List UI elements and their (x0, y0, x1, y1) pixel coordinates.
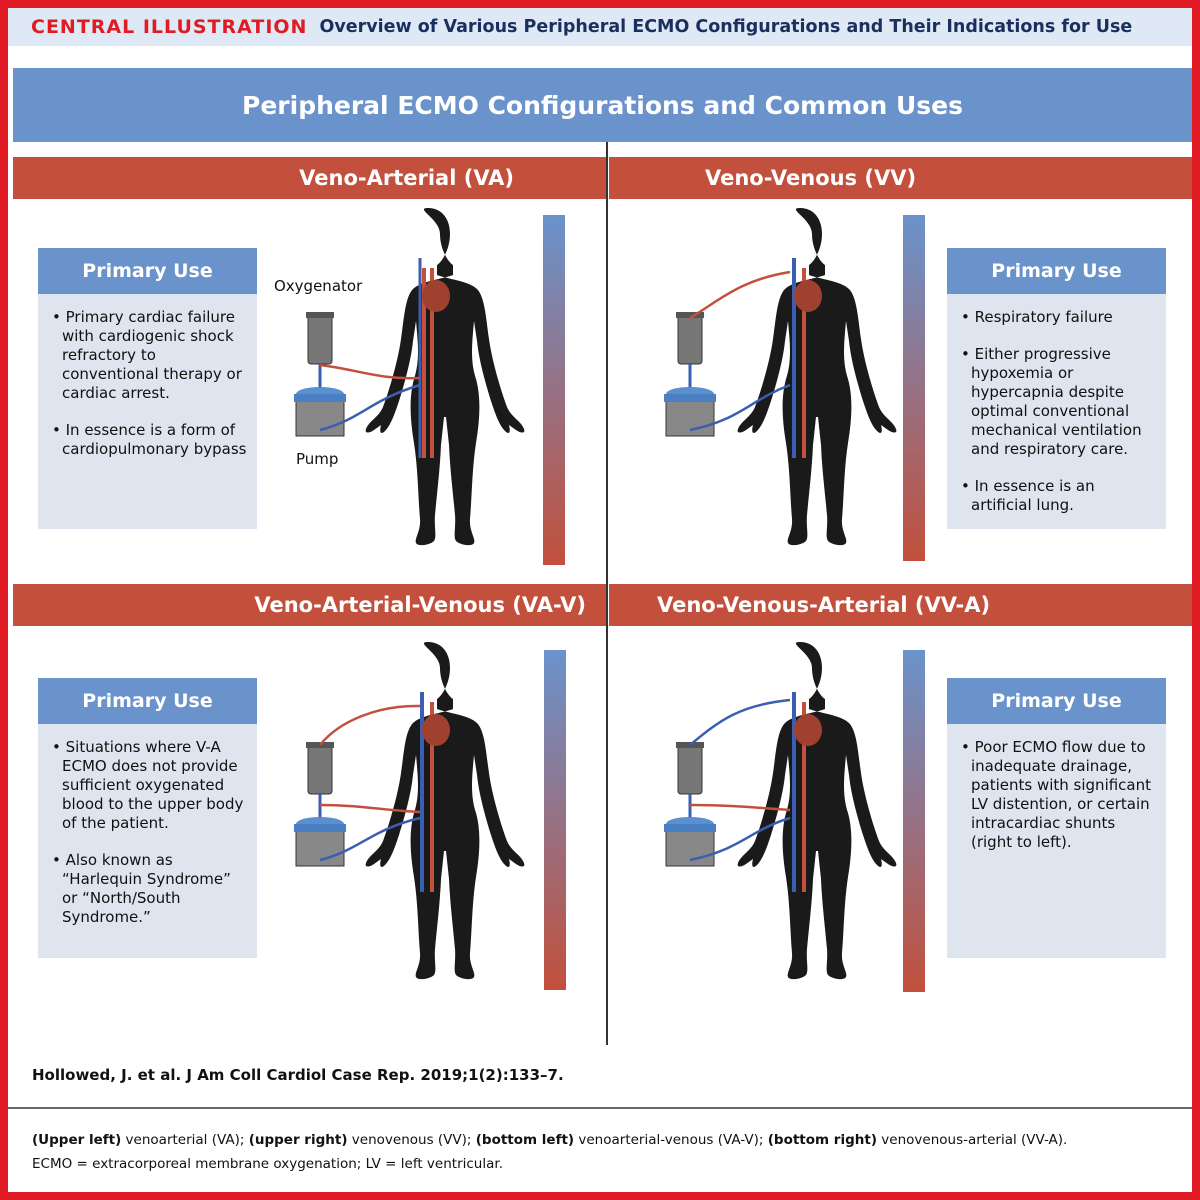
fn-ul-bold: (Upper left) (32, 1132, 122, 1148)
list-item: Primary cardiac failure with cardiogenic… (52, 308, 247, 403)
list-item: Also known as “Harlequin Syndrome” or “N… (52, 851, 247, 927)
body-silhouette-vva (700, 642, 900, 1002)
primary-use-box-vva: Primary Use Poor ECMO flow due to inadeq… (947, 678, 1166, 958)
header-title: Overview of Various Peripheral ECMO Conf… (319, 17, 1133, 37)
oxygenation-gradient-bar (543, 215, 565, 565)
panel-title-vva: Veno-Venous-Arterial (VV-A) (609, 584, 1192, 626)
body-silhouette-vv (700, 208, 900, 568)
heart-icon (422, 714, 450, 746)
fn-abbreviations: ECMO = extracorporeal membrane oxygenati… (32, 1156, 503, 1172)
list-item: Either progressive hypoxemia or hypercap… (961, 345, 1156, 459)
oxygenator-pump-icon (664, 312, 734, 442)
panel-title-va: Veno-Arterial (VA) (13, 157, 606, 199)
footer-divider (8, 1107, 1192, 1109)
oxygenation-gradient-bar (544, 650, 566, 990)
list-item: In essence is an artificial lung. (961, 477, 1156, 515)
oxygenator-pump-icon (294, 312, 364, 442)
fn-bl-bold: (bottom left) (475, 1132, 575, 1148)
header: CENTRAL ILLUSTRATION Overview of Various… (8, 8, 1192, 46)
list-item: Situations where V-A ECMO does not provi… (52, 738, 247, 833)
fn-br: venovenous-arterial (VV-A). (877, 1132, 1068, 1148)
fn-ul: venoarterial (VA); (121, 1132, 249, 1148)
heart-icon (422, 280, 450, 312)
central-illustration-label: CENTRAL ILLUSTRATION (31, 16, 308, 38)
panel-title-vv: Veno-Venous (VV) (609, 157, 1192, 199)
heart-icon (794, 280, 822, 312)
primary-use-box-vv: Primary Use Respiratory failureEither pr… (947, 248, 1166, 529)
citation: Hollowed, J. et al. J Am Coll Cardiol Ca… (32, 1066, 564, 1084)
fn-bl: venoarterial-venous (VA-V); (574, 1132, 768, 1148)
panel-title-vav: Veno-Arterial-Venous (VA-V) (13, 584, 606, 626)
fn-ur: venovenous (VV); (347, 1132, 476, 1148)
oxygenator-pump-icon (294, 742, 364, 872)
pump-label: Pump (296, 450, 339, 468)
box-title: Primary Use (947, 678, 1166, 724)
list-item: Respiratory failure (961, 308, 1156, 327)
footnote: (Upper left) venoarterial (VA); (upper r… (32, 1128, 1067, 1176)
vertical-divider (606, 142, 608, 1045)
list-item: Poor ECMO flow due to inadequate drainag… (961, 738, 1156, 852)
heart-icon (794, 714, 822, 746)
list-item: In essence is a form of cardiopulmonary … (52, 421, 247, 459)
primary-use-box-va: Primary Use Primary cardiac failure with… (38, 248, 257, 529)
fn-ur-bold: (upper right) (248, 1132, 348, 1148)
box-title: Primary Use (947, 248, 1166, 294)
oxygenator-label: Oxygenator (274, 277, 363, 295)
main-title: Peripheral ECMO Configurations and Commo… (13, 68, 1192, 142)
box-title: Primary Use (38, 248, 257, 294)
oxygenation-gradient-bar (903, 650, 925, 992)
body-silhouette-vav (328, 642, 528, 1002)
fn-br-bold: (bottom right) (767, 1132, 877, 1148)
box-title: Primary Use (38, 678, 257, 724)
oxygenator-pump-icon (664, 742, 734, 872)
primary-use-box-vav: Primary Use Situations where V-A ECMO do… (38, 678, 257, 958)
oxygenation-gradient-bar (903, 215, 925, 561)
